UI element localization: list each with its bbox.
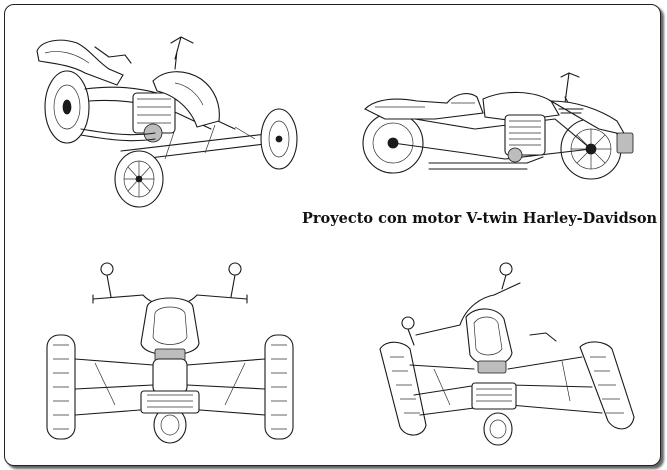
drawing-sheet: Proyecto con motor V-twin Harley-Davidso…: [4, 4, 661, 466]
trike-front-three-quarter-view: [370, 257, 655, 452]
trike-side-view: [355, 63, 645, 188]
trike-rear-three-quarter-view: [25, 29, 315, 209]
trike-front-view: [35, 255, 305, 450]
drawing-caption: Proyecto con motor V-twin Harley-Davidso…: [302, 210, 658, 227]
